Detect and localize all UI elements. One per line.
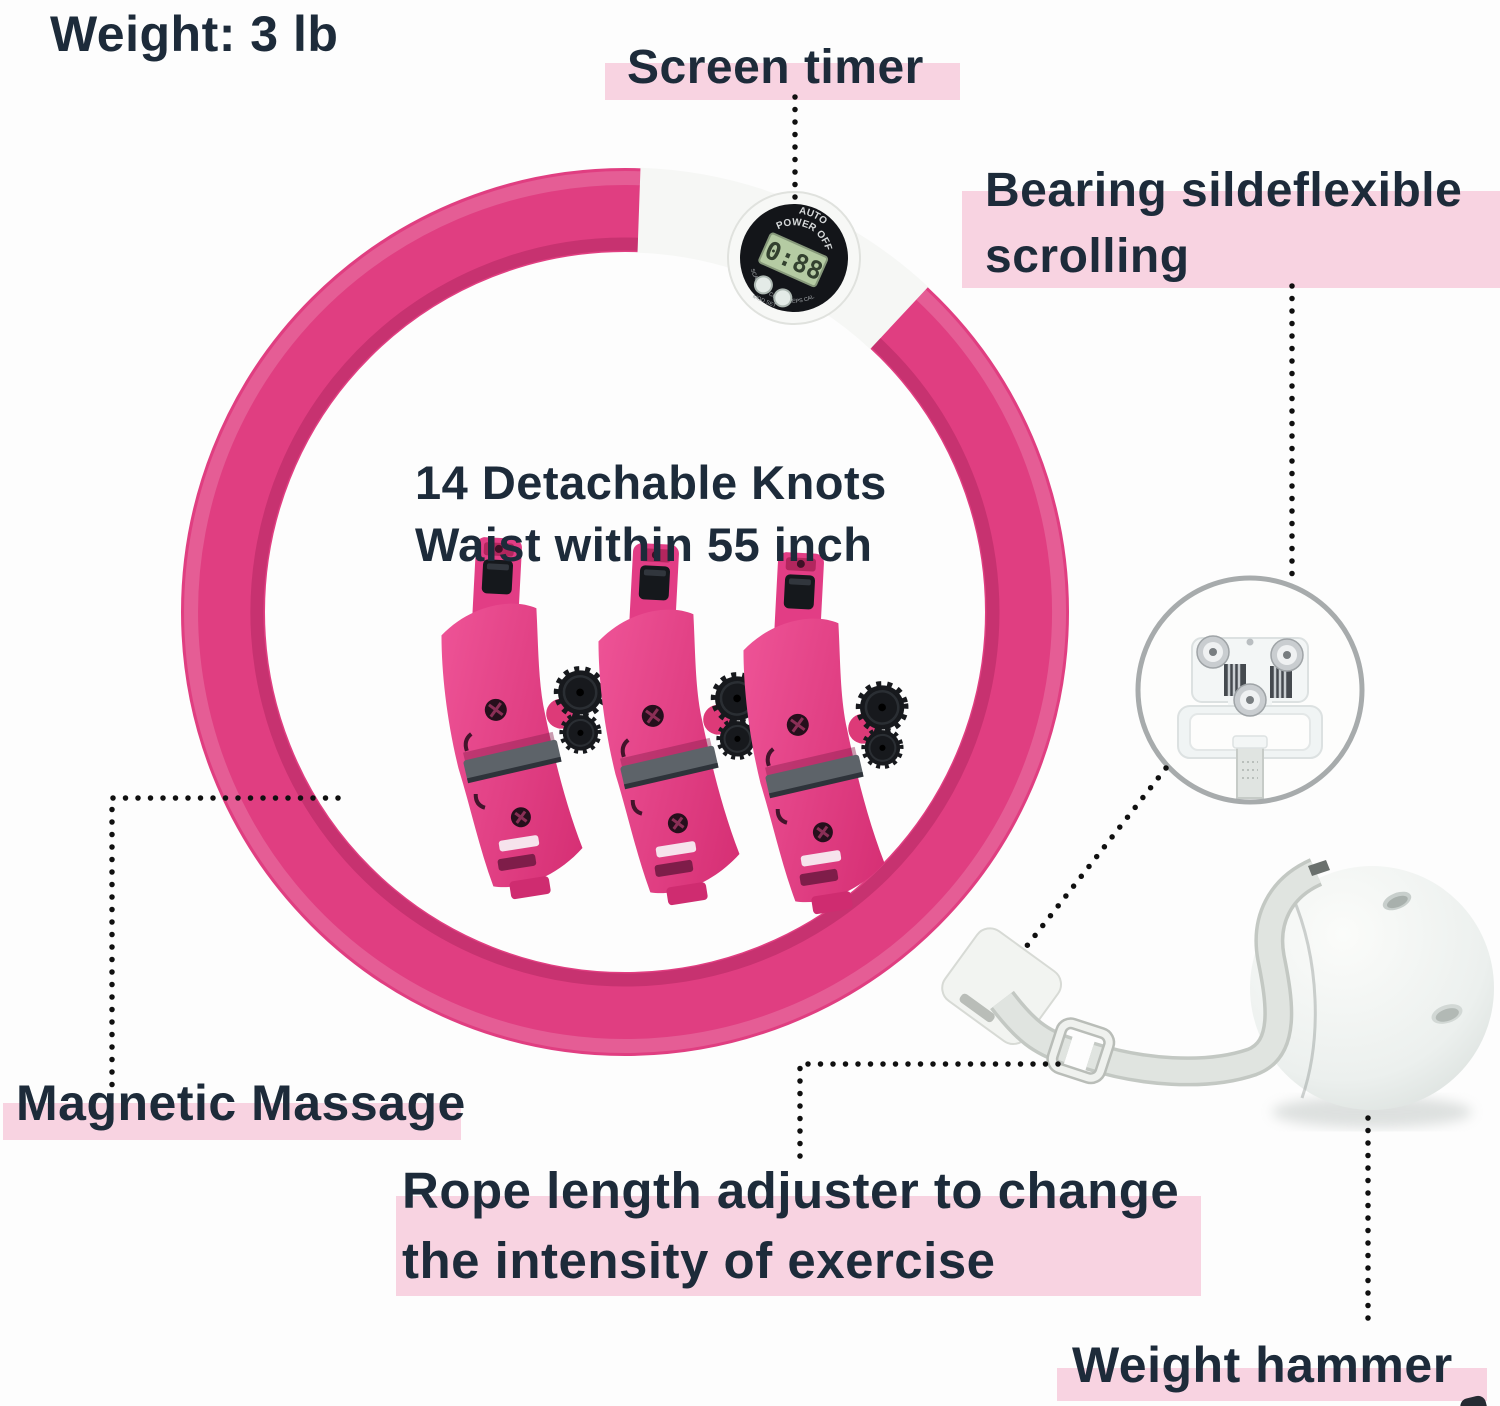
screen-timer-label: Screen timer — [627, 41, 924, 94]
rope-strap-over-ball — [1085, 858, 1330, 1087]
weight-hammer-label: Weight hammer — [1072, 1337, 1453, 1393]
callout-rope-adjuster — [797, 1061, 1061, 1171]
bearing-rollers — [1196, 635, 1304, 717]
screen-timer-highlight — [605, 63, 960, 100]
rope-adjuster-buckle[interactable] — [1046, 1017, 1116, 1085]
bearing-highlight — [962, 191, 1500, 288]
bearing-label: Bearing sildeflexible scrolling — [985, 158, 1462, 290]
magnetic-label: Magnetic Massage — [16, 1075, 466, 1131]
timer-button-left[interactable] — [752, 274, 774, 296]
detachable-knot — [421, 521, 632, 905]
rope-label-line1: Rope length adjuster to change — [402, 1162, 1180, 1219]
magnetic-highlight — [3, 1103, 461, 1140]
weight-ball — [1250, 866, 1494, 1128]
bearing-label-line2: scrolling — [985, 230, 1190, 283]
timer-button-right[interactable] — [772, 287, 794, 309]
bearing-closeup — [1135, 575, 1365, 805]
callout-lines — [109, 94, 1371, 1333]
rope-label: Rope length adjuster to change the inten… — [402, 1156, 1179, 1296]
detachable-knots — [421, 521, 934, 920]
knots-label-line2: Waist within 55 inch — [415, 518, 873, 571]
knots-label: 14 Detachable Knots Waist within 55 inch — [415, 452, 887, 576]
callout-magnetic — [109, 795, 341, 1089]
knots-label-line1: 14 Detachable Knots — [415, 456, 887, 509]
hammer-highlight — [1057, 1368, 1487, 1401]
ball-strap-notch — [1308, 860, 1330, 876]
rope-label-line2: the intensity of exercise — [402, 1232, 996, 1289]
weight-label: Weight: 3 lb — [50, 6, 339, 62]
bearing-label-line1: Bearing sildeflexible — [985, 164, 1463, 217]
timer-lcd — [758, 232, 829, 288]
callout-bearing-to-slider — [1023, 765, 1169, 950]
screen-timer-device: AUTO POWER OFF 0:88 SCAN TIME COUNT REPS… — [727, 191, 861, 325]
rope-highlight — [396, 1196, 1201, 1296]
